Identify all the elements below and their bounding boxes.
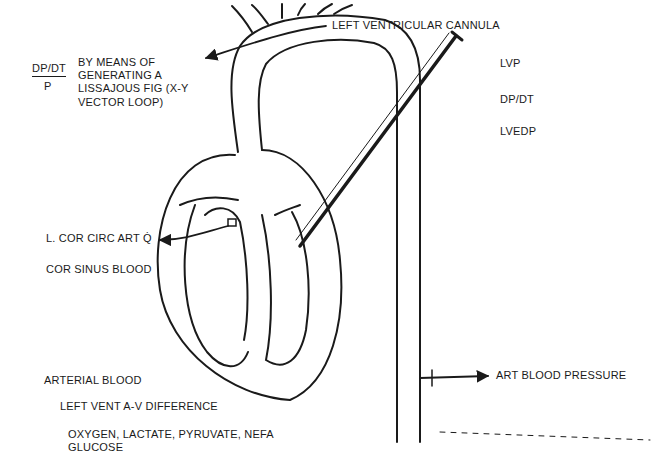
ventricle-wall: [275, 205, 300, 215]
arch-branch: [298, 4, 305, 15]
fraction-numerator: DP/DT: [32, 62, 66, 77]
heart-outline: [158, 150, 342, 400]
leader-arrow: [160, 226, 228, 240]
pressure-line: [420, 376, 488, 378]
ventricular-cannula: [300, 36, 456, 246]
ventricle-wall: [205, 208, 247, 340]
measurement-heading: LEFT VENT A-V DIFFERENCE: [60, 400, 218, 413]
flow-label: L. COR CIRC ART Q̇: [46, 232, 152, 245]
measurement-label: LVEDP: [500, 125, 536, 138]
fraction-denominator: P: [44, 80, 52, 93]
measurement-label: DP/DT: [500, 93, 534, 106]
septum: [262, 212, 309, 365]
arch-branch: [252, 5, 268, 24]
sample-label: ARTERIAL BLOOD: [44, 374, 142, 387]
arch-branch: [232, 6, 252, 32]
substrate-list: OXYGEN, LACTATE, PYRUVATE, NEFA GLUCOSE: [68, 428, 323, 454]
pressure-tap: [431, 370, 433, 386]
sample-label: COR SINUS BLOOD: [46, 263, 152, 276]
arch-branch: [334, 5, 352, 14]
cannula-sleeve: [296, 33, 449, 240]
pressure-label: ART BLOOD PRESSURE: [496, 369, 626, 382]
dashed-line: [440, 432, 650, 440]
arch-branch: [281, 4, 283, 18]
flow-probe: [228, 219, 236, 226]
measurement-label: LVP: [500, 57, 521, 70]
aorta-wall: [231, 16, 420, 442]
arch-branch: [318, 4, 332, 14]
callout-label: LEFT VENTRICULAR CANNULA: [332, 19, 500, 32]
aorta-wall: [259, 40, 397, 442]
cannula-tip: [452, 32, 462, 40]
leader-arrow: [206, 26, 326, 58]
atrium-line: [180, 197, 238, 205]
method-note: BY MEANS OF GENERATING A LISSAJOUS FIG (…: [78, 56, 200, 109]
